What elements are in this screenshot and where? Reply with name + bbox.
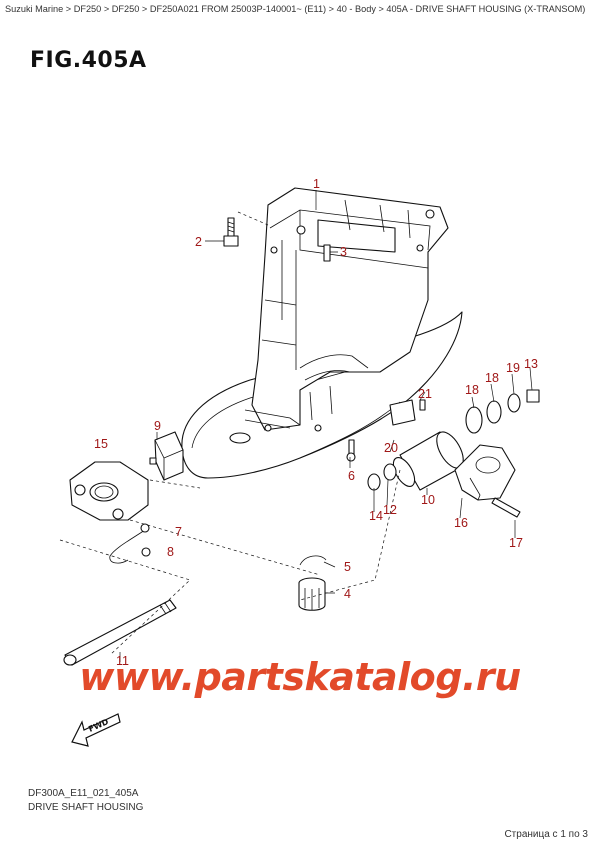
breadcrumb-item[interactable]: Suzuki Marine bbox=[5, 4, 64, 14]
callout-14[interactable]: 14 bbox=[369, 509, 383, 523]
bolt-2-drawing[interactable] bbox=[223, 217, 239, 247]
washer-14-drawing[interactable] bbox=[367, 473, 381, 491]
breadcrumb-separator: > bbox=[101, 4, 112, 14]
callout-11[interactable]: 11 bbox=[116, 654, 129, 668]
callout-3[interactable]: 3 bbox=[340, 245, 347, 259]
breadcrumb-separator: > bbox=[326, 4, 337, 14]
breadcrumb-item[interactable]: DF250 bbox=[73, 4, 102, 14]
callout-6[interactable]: 6 bbox=[348, 469, 355, 483]
callout-2[interactable]: 2 bbox=[195, 235, 202, 249]
connector-9-drawing[interactable] bbox=[149, 431, 184, 481]
callout-8[interactable]: 8 bbox=[167, 545, 174, 559]
callout-5[interactable]: 5 bbox=[344, 560, 351, 574]
bracket-16-drawing[interactable] bbox=[454, 444, 516, 501]
breadcrumb-current: 405A - DRIVE SHAFT HOUSING (X-TRANSOM) bbox=[386, 4, 586, 14]
breadcrumb-separator: > bbox=[63, 4, 74, 14]
sleeve-10-drawing[interactable] bbox=[389, 428, 469, 491]
callout-17[interactable]: 17 bbox=[509, 536, 523, 550]
breadcrumb-separator: > bbox=[139, 4, 150, 14]
figure-caption: DRIVE SHAFT HOUSING bbox=[28, 802, 144, 813]
callout-18[interactable]: 18 bbox=[465, 383, 479, 397]
seal-18b-drawing[interactable] bbox=[486, 400, 502, 424]
clip-5-drawing[interactable] bbox=[299, 555, 327, 566]
breadcrumb-separator: > bbox=[375, 4, 387, 14]
callout-16[interactable]: 16 bbox=[454, 516, 468, 530]
fwd-arrow-icon: FWD bbox=[71, 713, 121, 747]
plate-20-drawing[interactable] bbox=[389, 399, 416, 426]
screw-21-drawing[interactable] bbox=[419, 399, 426, 411]
ground-cable-drawing bbox=[109, 529, 146, 564]
breadcrumb-item[interactable]: DF250 bbox=[111, 4, 140, 14]
callout-21[interactable]: 21 bbox=[418, 387, 432, 401]
page-indicator: Страница с 1 по 3 bbox=[504, 829, 588, 840]
callout-19[interactable]: 19 bbox=[506, 361, 520, 375]
stud-bolt-11-drawing[interactable] bbox=[63, 599, 177, 666]
bolt-17-drawing[interactable] bbox=[491, 497, 521, 518]
screw-8-drawing[interactable] bbox=[141, 547, 151, 557]
watermark: www.partskatalog.ru bbox=[79, 655, 521, 699]
callout-7[interactable]: 7 bbox=[175, 525, 182, 539]
callout-10[interactable]: 10 bbox=[421, 493, 435, 507]
nut-13-drawing[interactable] bbox=[526, 389, 540, 403]
drive-shaft-housing-drawing[interactable] bbox=[181, 187, 463, 479]
breadcrumb: Suzuki Marine > DF250 > DF250 > DF250A02… bbox=[5, 4, 585, 14]
callout-13[interactable]: 13 bbox=[524, 357, 538, 371]
bolt-6-drawing[interactable] bbox=[346, 439, 356, 462]
breadcrumb-item[interactable]: 40 - Body bbox=[336, 4, 376, 14]
callout-9[interactable]: 9 bbox=[154, 419, 161, 433]
washer-12-drawing[interactable] bbox=[383, 463, 397, 481]
bushing-4-drawing[interactable] bbox=[298, 577, 326, 611]
callout-12[interactable]: 12 bbox=[383, 503, 397, 517]
screw-7-drawing[interactable] bbox=[140, 523, 150, 533]
dowel-pin-3-drawing[interactable] bbox=[323, 244, 331, 262]
breadcrumb-item[interactable]: DF250A021 FROM 25003P-140001~ (E11) bbox=[149, 4, 327, 14]
callout-15[interactable]: 15 bbox=[94, 437, 108, 451]
figure-code: DF300A_E11_021_405A bbox=[28, 788, 139, 799]
callout-20[interactable]: 20 bbox=[384, 441, 398, 455]
bracket-15-drawing[interactable] bbox=[69, 461, 149, 521]
callout-1[interactable]: 1 bbox=[313, 177, 320, 191]
figure-title: FIG.405A bbox=[30, 48, 147, 73]
callout-4[interactable]: 4 bbox=[344, 587, 351, 601]
seal-18-drawing[interactable] bbox=[465, 406, 483, 434]
callout-18b[interactable]: 18 bbox=[485, 371, 499, 385]
washer-19-drawing[interactable] bbox=[507, 393, 521, 413]
